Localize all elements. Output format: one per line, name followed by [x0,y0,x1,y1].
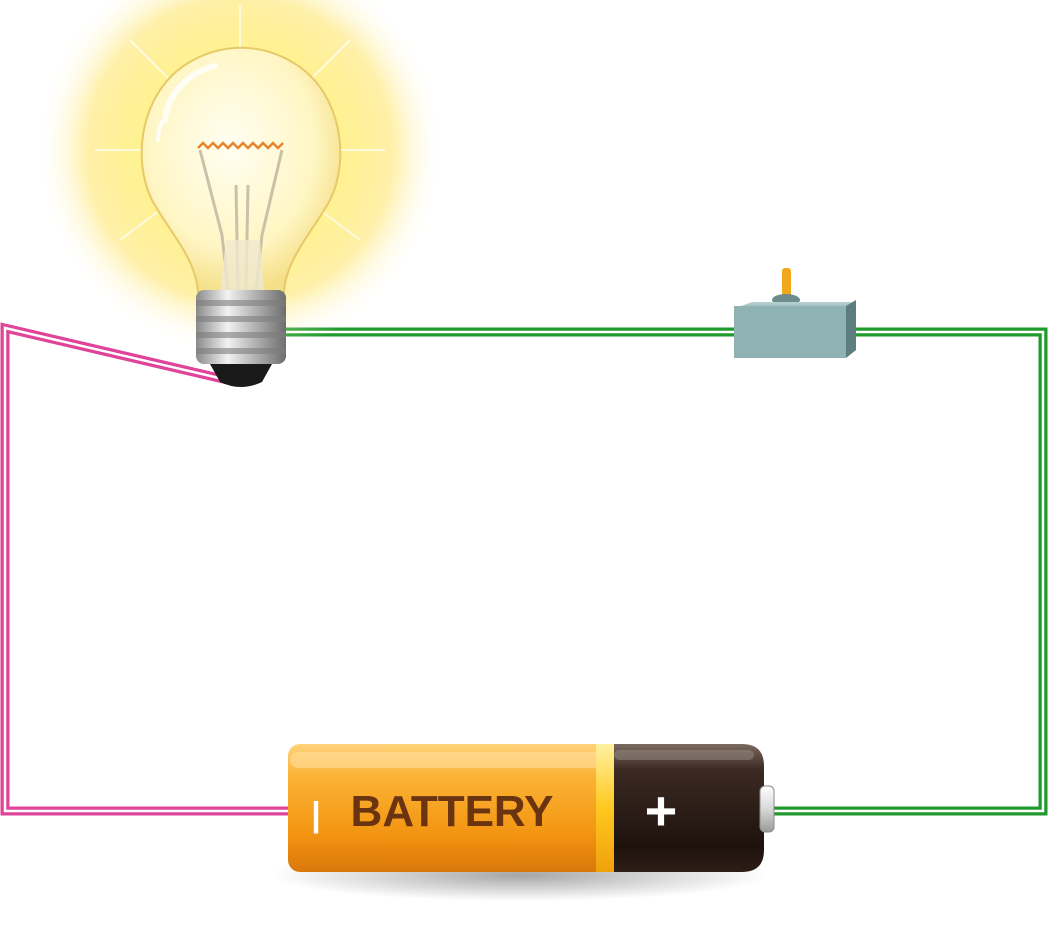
battery-ring [596,744,616,872]
battery-icon: | BATTERY + [270,744,775,901]
switch-lever [782,268,791,298]
switch-icon [734,268,856,358]
bulb-glass [140,46,342,293]
battery-negative-symbol: | [311,796,321,834]
glass-stem [220,240,264,292]
battery-positive-symbol: + [645,779,678,842]
battery-body [288,744,618,872]
positive-wire [282,327,1048,816]
filament [197,141,284,150]
battery-label: BATTERY [351,787,554,836]
battery-cap [614,744,764,872]
bulb-screw-base [196,290,286,387]
battery-nipple [759,785,775,833]
light-bulb-icon [35,0,445,387]
switch-body [734,306,846,358]
negative-wire [0,322,298,816]
